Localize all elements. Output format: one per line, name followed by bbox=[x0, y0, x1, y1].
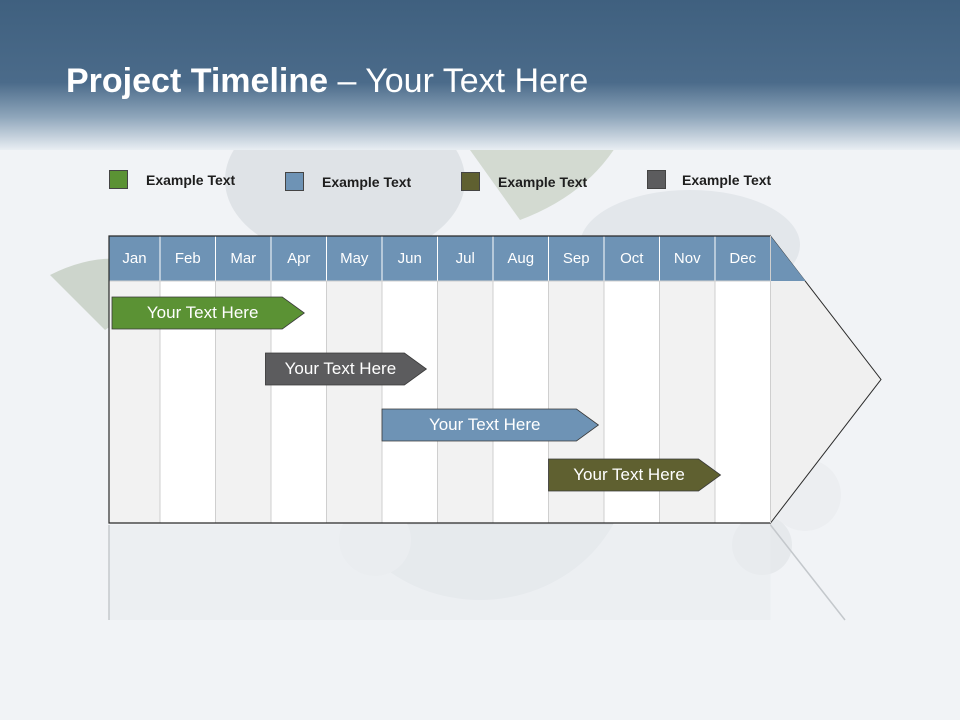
task-bar-1 bbox=[111, 296, 305, 330]
task-bar-3 bbox=[381, 408, 600, 442]
timeline-outline bbox=[108, 235, 771, 524]
task-bar-label-2: Your Text Here bbox=[284, 359, 397, 378]
task-bar-label-4: Your Text Here bbox=[573, 465, 685, 484]
month-header-cell-oct bbox=[603, 235, 660, 282]
slide-title: Project Timeline – Your Text Here bbox=[66, 58, 588, 104]
month-header-cell-dec bbox=[714, 235, 771, 282]
month-header-cell-may bbox=[326, 235, 383, 282]
month-label-mar: Mar bbox=[230, 250, 257, 267]
month-label-apr: Apr bbox=[287, 250, 311, 267]
arrow-head-header-cap bbox=[770, 236, 806, 281]
month-header-cell-jun bbox=[381, 235, 438, 282]
legend-swatch-3 bbox=[461, 172, 480, 191]
month-label-aug: Aug bbox=[507, 250, 535, 267]
month-label-nov: Nov bbox=[673, 250, 701, 267]
legend-swatch-2 bbox=[285, 172, 304, 191]
month-label-jul: Jul bbox=[455, 250, 475, 267]
month-column-may bbox=[326, 280, 383, 524]
legend-label-2: Example Text bbox=[322, 174, 412, 190]
month-header-cell-feb bbox=[159, 235, 216, 282]
month-column-jul bbox=[437, 280, 494, 524]
task-bar-2 bbox=[265, 352, 428, 386]
month-header-cell-sep bbox=[548, 235, 605, 282]
month-label-oct: Oct bbox=[620, 250, 644, 267]
task-bar-label-3: Your Text Here bbox=[428, 415, 541, 434]
month-label-jan: Jan bbox=[122, 250, 147, 267]
month-header-cell-nov bbox=[659, 235, 716, 282]
task-bar-label-1: Your Text Here bbox=[146, 303, 259, 322]
timeline-reflection bbox=[109, 525, 771, 620]
slide-title-rest: – Your Text Here bbox=[328, 62, 589, 100]
header-band bbox=[0, 0, 960, 150]
legend-swatch-4 bbox=[647, 170, 666, 189]
slide-title-bold: Project Timeline bbox=[66, 62, 329, 100]
reflection-diagonal-edge bbox=[769, 524, 846, 621]
month-header-cell-jul bbox=[437, 235, 494, 282]
month-label-feb: Feb bbox=[174, 250, 201, 267]
month-label-jun: Jun bbox=[397, 250, 422, 267]
month-label-sep: Sep bbox=[562, 250, 590, 267]
legend-label-1: Example Text bbox=[146, 172, 236, 188]
month-column-aug bbox=[492, 280, 549, 524]
legend-label-4: Example Text bbox=[682, 172, 772, 188]
legend-swatch-1 bbox=[109, 170, 128, 189]
month-label-dec: Dec bbox=[729, 250, 757, 267]
task-bar-4 bbox=[548, 458, 722, 492]
month-column-dec bbox=[714, 280, 771, 524]
month-label-may: May bbox=[340, 250, 369, 267]
legend-label-3: Example Text bbox=[498, 174, 588, 190]
month-column-jun bbox=[381, 280, 438, 524]
